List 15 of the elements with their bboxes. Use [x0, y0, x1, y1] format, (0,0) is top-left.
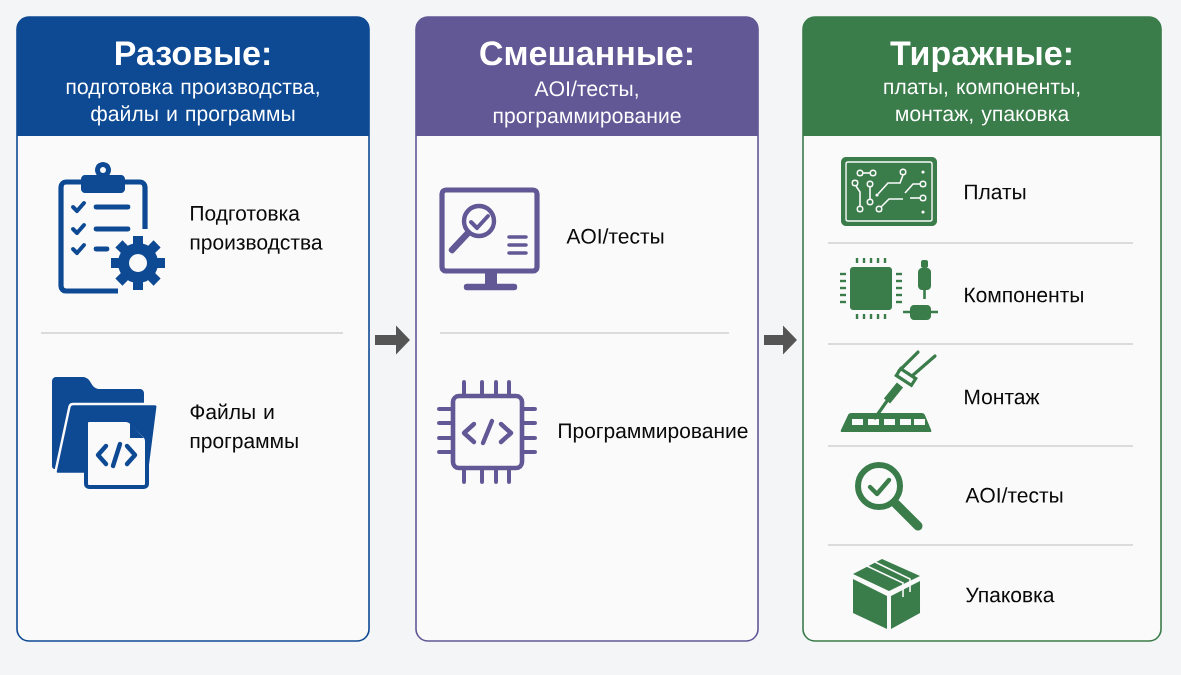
- item-label: Платы: [965, 184, 1026, 200]
- item-label: Подготовка производства: [190, 206, 323, 254]
- panel-title: Смешанные:: [480, 41, 692, 66]
- item-label: Упаковка: [966, 587, 1055, 603]
- panel-subtitle: платы, компоненты, монтаж, упаковка: [884, 82, 1080, 126]
- item-label: AOI/тесты: [566, 228, 664, 244]
- item-label: AOI/тесты: [965, 487, 1063, 503]
- item-label: Компоненты: [965, 287, 1083, 303]
- panel-title: Тиражные:: [890, 41, 1071, 73]
- panel-subtitle: AOI/тесты, программирование: [493, 80, 681, 128]
- panel-subtitle: подготовка производства, файлы и программы: [66, 82, 319, 126]
- item-label: Монтаж: [965, 389, 1040, 405]
- item-label: Программирование: [559, 423, 748, 443]
- item-label: Файлы и программы: [190, 403, 298, 453]
- panel-title: Разовые:: [116, 41, 270, 66]
